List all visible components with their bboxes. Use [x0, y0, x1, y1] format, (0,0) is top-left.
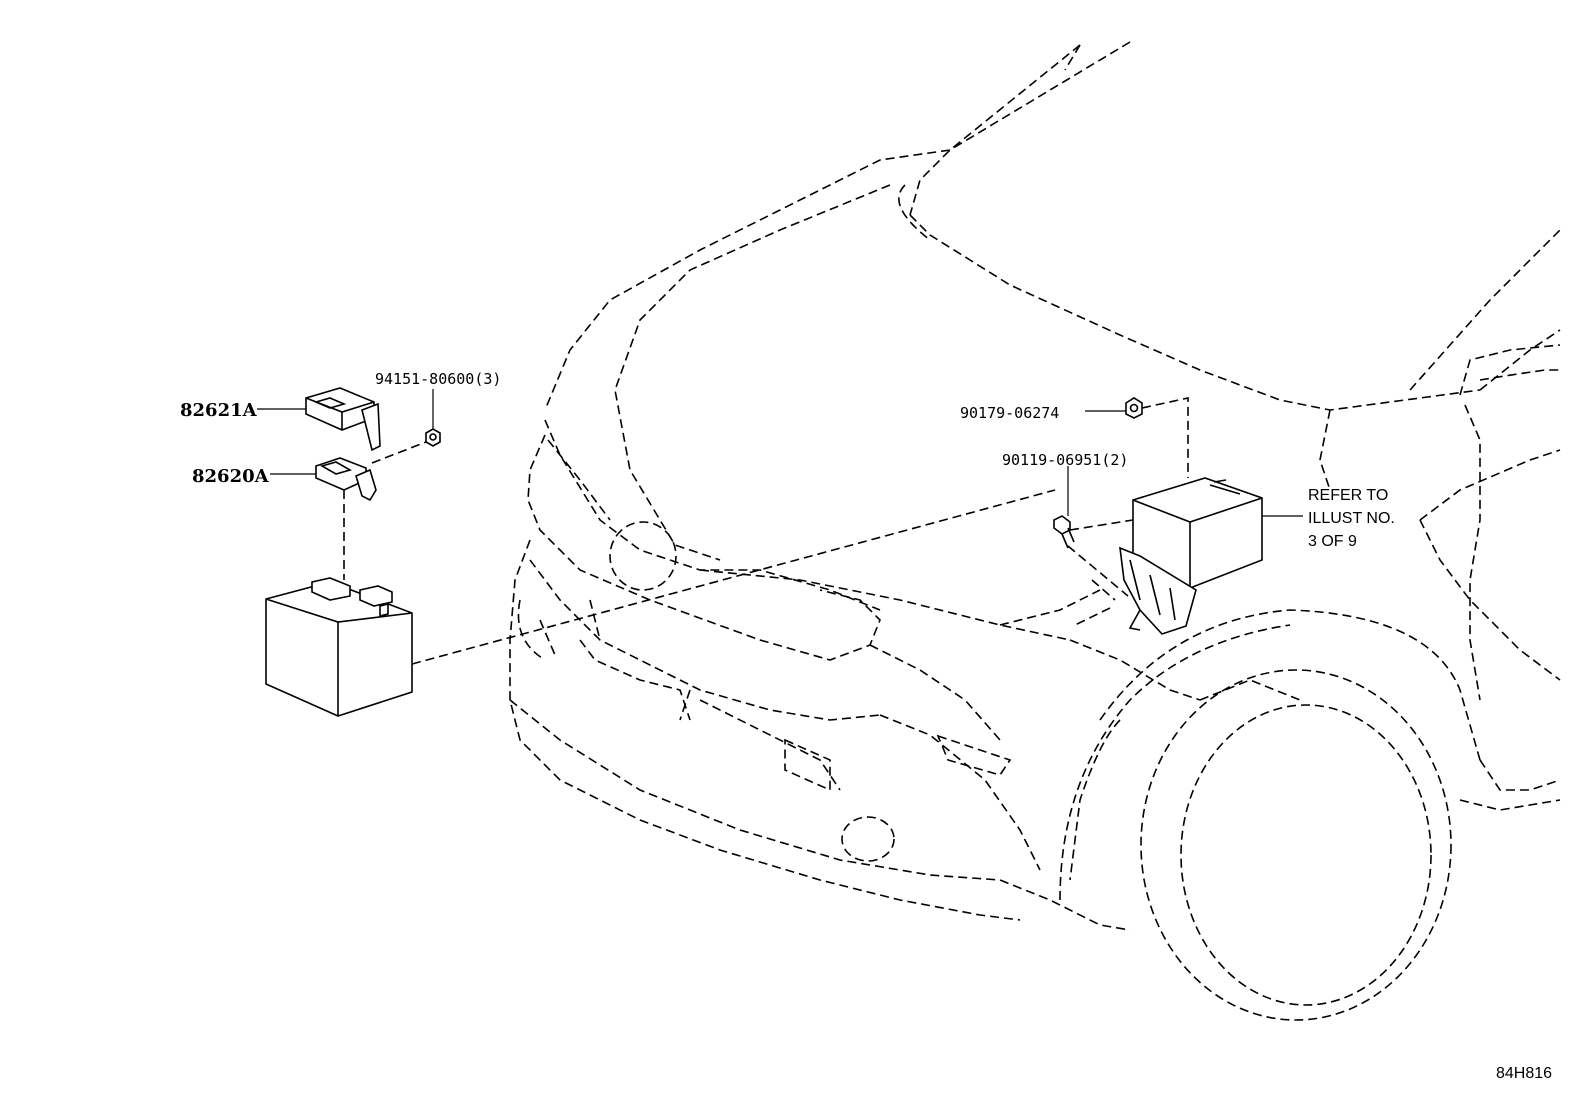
- refer-note-line3[interactable]: 3 OF 9: [1308, 533, 1357, 550]
- refer-note-line1[interactable]: REFER TO: [1308, 487, 1388, 504]
- current-sensor-icon: [305, 387, 381, 452]
- bracket-icon: [315, 457, 377, 502]
- illustration-code: 84H816: [1496, 1065, 1552, 1082]
- assembly-lines: [343, 397, 1189, 665]
- refer-note-line2[interactable]: ILLUST NO.: [1308, 510, 1395, 527]
- label-90119-06951[interactable]: 90119-06951(2): [1002, 451, 1128, 469]
- label-82621a[interactable]: 82621A: [180, 400, 258, 421]
- label-82620a[interactable]: 82620A: [192, 466, 270, 487]
- relay-block-icon: [1119, 477, 1263, 635]
- battery-icon: [265, 577, 413, 717]
- vehicle-outline: [509, 41, 1561, 1021]
- nut-icon: [425, 428, 441, 447]
- clip-nut-icon: [1125, 397, 1143, 419]
- label-90179-06274[interactable]: 90179-06274: [960, 404, 1059, 422]
- bolt-icon: [1053, 515, 1075, 549]
- label-94151-80600[interactable]: 94151-80600(3): [375, 370, 501, 388]
